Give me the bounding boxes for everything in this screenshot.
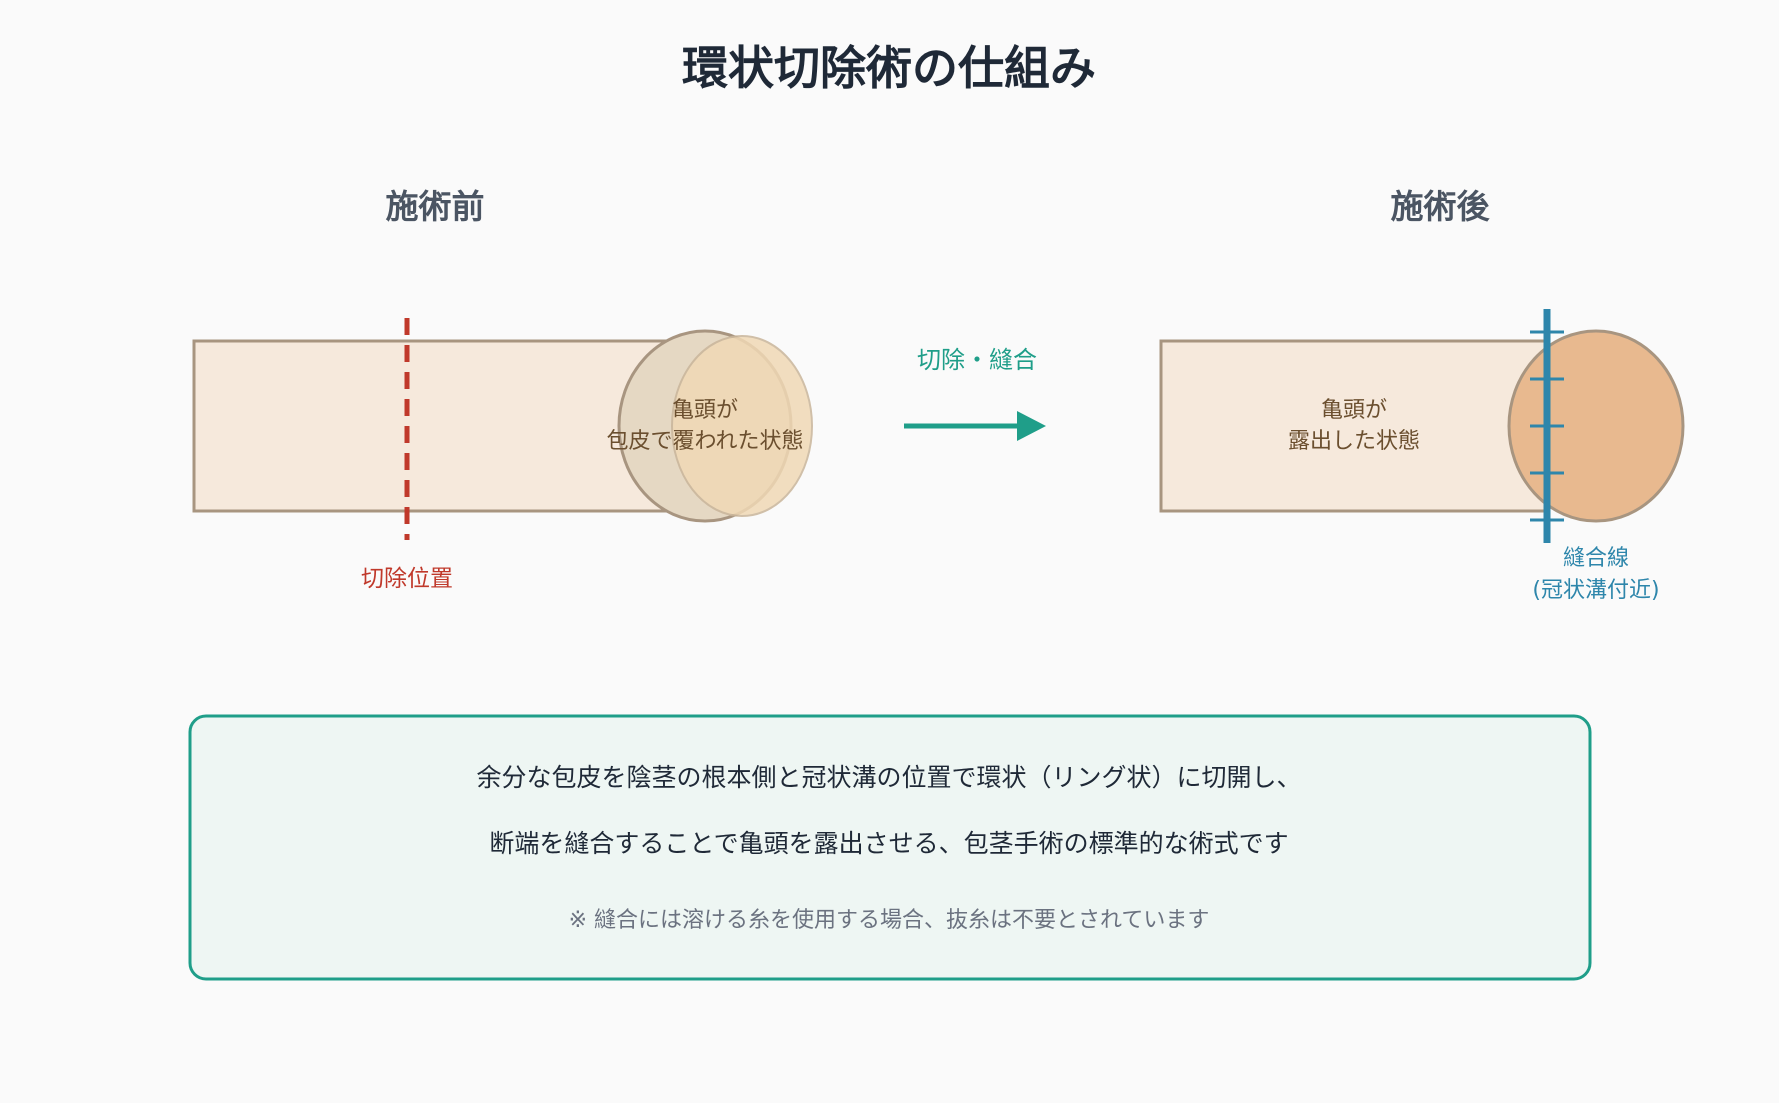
shaft-before [192,339,702,513]
after-heading: 施術後 [1391,187,1491,226]
description-box: 余分な包皮を陰茎の根本側と冠状溝の位置で環状（リング状）に切開し、 断端を縫合す… [188,714,1592,981]
before-heading: 施術前 [386,187,485,226]
shaft-after [1159,339,1551,513]
before-illustration: 亀頭が 包皮で覆われた状態 切除位置 [192,318,813,592]
process-arrow: 切除・縫合 [904,346,1046,441]
suture-label-1: 縫合線 [1563,546,1629,571]
after-illustration: 亀頭が 露出した状態 縫合線 (冠状溝付近) [1159,309,1685,603]
after-glans-label-2: 露出した状態 [1288,429,1420,454]
arrow-head-icon [1017,411,1046,441]
arrow-label: 切除・縫合 [917,346,1037,374]
description-note: ※ 縫合には溶ける糸を使用する場合、抜糸は不要とされています [569,908,1210,933]
description-frame [188,714,1592,981]
suture-stitches [1530,330,1564,522]
cut-position-label: 切除位置 [361,566,453,592]
after-glans-label-1: 亀頭が [1321,398,1387,423]
before-glans-label-2: 包皮で覆われた状態 [607,429,804,454]
page-title: 環状切除術の仕組み [682,41,1096,95]
suture-label-2: (冠状溝付近) [1532,578,1659,603]
description-line-1: 余分な包皮を陰茎の根本側と冠状溝の位置で環状（リング状）に切開し、 [476,763,1301,792]
glans-covered [671,335,813,517]
before-glans-label-1: 亀頭が [672,398,738,423]
description-line-2: 断端を縫合することで亀頭を露出させる、包茎手術の標準的な術式です [489,829,1288,858]
